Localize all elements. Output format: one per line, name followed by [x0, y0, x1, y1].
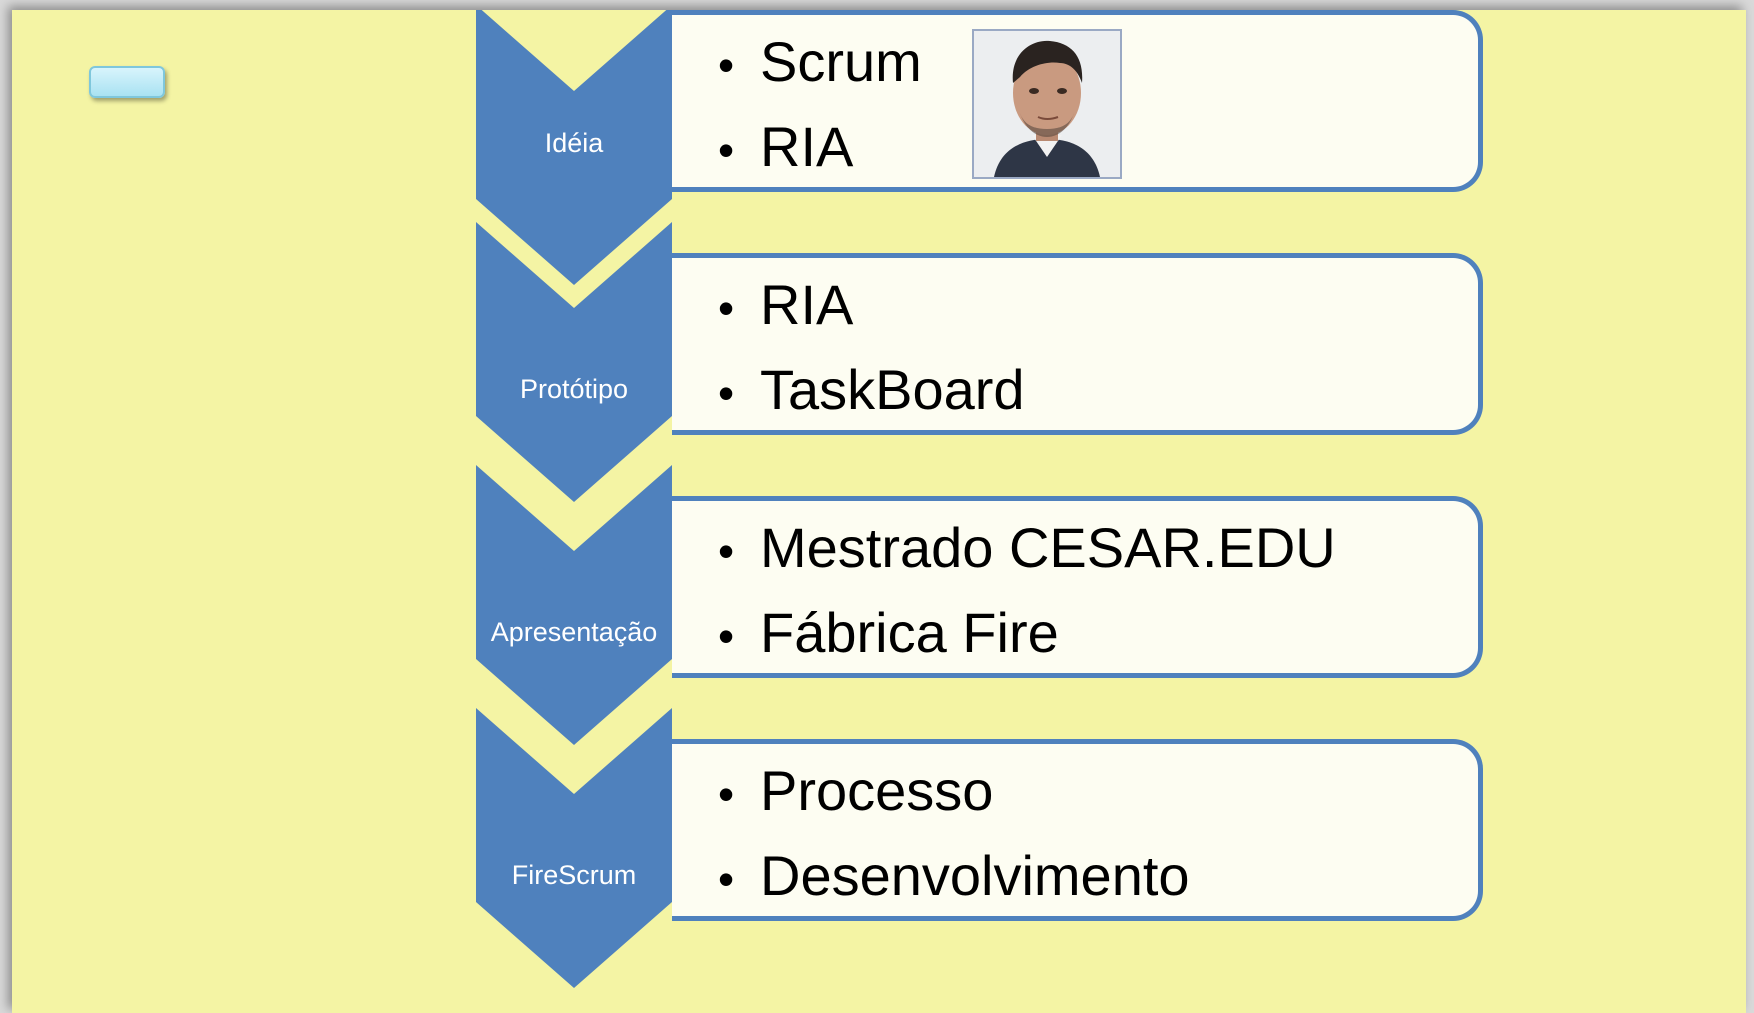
chevron-shape-icon [476, 708, 672, 988]
small-rounded-rectangle[interactable] [89, 66, 165, 98]
step-box-4: • Processo • Desenvolvimento [672, 739, 1483, 921]
step-list-1: • Scrum • RIA [718, 21, 922, 191]
list-item: • Scrum [718, 21, 922, 106]
step-list-3: • Mestrado CESAR.EDU • Fábrica Fire [718, 507, 1336, 677]
portrait-icon [974, 31, 1120, 177]
step-box-3: • Mestrado CESAR.EDU • Fábrica Fire [672, 496, 1483, 678]
item-text: Fábrica Fire [760, 601, 1059, 664]
step-label-1: Idéia [544, 128, 604, 158]
list-item: • Fábrica Fire [718, 592, 1336, 677]
item-text: RIA [760, 273, 854, 336]
chevron-shape-icon [476, 10, 672, 285]
bullet-icon: • [718, 853, 735, 905]
step-label-4: FireScrum [511, 860, 637, 890]
list-item: • RIA [718, 264, 1025, 349]
chevron-step-1 [476, 10, 672, 285]
item-text: Desenvolvimento [760, 844, 1190, 907]
item-text: Mestrado CESAR.EDU [760, 516, 1336, 579]
chevron-shape-icon [476, 222, 672, 502]
step-list-4: • Processo • Desenvolvimento [718, 750, 1190, 920]
bullet-icon: • [718, 282, 735, 334]
step-label-2: Protótipo [519, 374, 629, 404]
person-photo-icon [972, 29, 1122, 179]
chevron-step-2 [476, 222, 672, 502]
bullet-icon: • [718, 367, 735, 419]
item-text: RIA [760, 115, 854, 178]
bullet-icon: • [718, 39, 735, 91]
chevron-step-4 [476, 708, 672, 988]
list-item: • Desenvolvimento [718, 835, 1190, 920]
chevron-shape-icon [476, 465, 672, 745]
bullet-icon: • [718, 768, 735, 820]
list-item: • TaskBoard [718, 349, 1025, 434]
slide: Idéia • Scrum • RIA [12, 10, 1746, 1013]
chevron-step-3 [476, 465, 672, 745]
list-item: • Mestrado CESAR.EDU [718, 507, 1336, 592]
step-list-2: • RIA • TaskBoard [718, 264, 1025, 434]
list-item: • RIA [718, 106, 922, 191]
step-box-1: • Scrum • RIA [672, 10, 1483, 192]
item-text: Processo [760, 759, 994, 822]
bullet-icon: • [718, 124, 735, 176]
step-box-2: • RIA • TaskBoard [672, 253, 1483, 435]
step-label-3: Apresentação [490, 617, 658, 647]
bullet-icon: • [718, 525, 735, 577]
bullet-icon: • [718, 610, 735, 662]
list-item: • Processo [718, 750, 1190, 835]
item-text: Scrum [760, 30, 922, 93]
item-text: TaskBoard [760, 358, 1025, 421]
